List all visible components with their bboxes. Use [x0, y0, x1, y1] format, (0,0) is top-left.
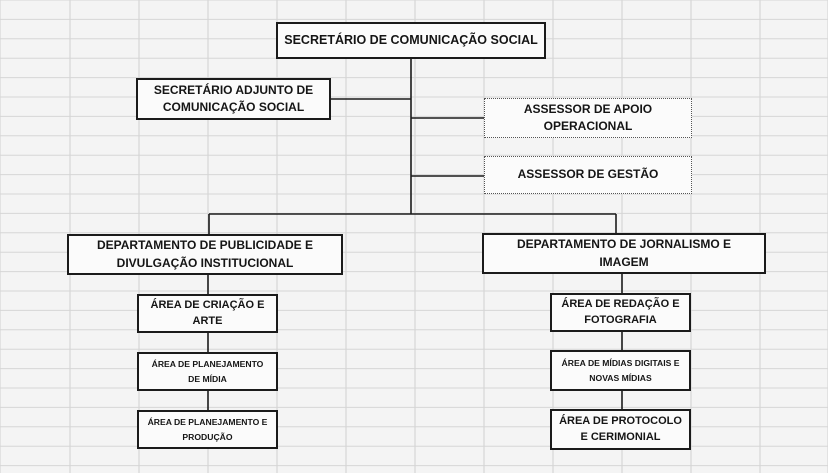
- area-right-1-line2: FOTOGRAFIA: [584, 313, 657, 326]
- dept-jornalismo-box: DEPARTAMENTO DE JORNALISMO E IMAGEM: [482, 233, 766, 274]
- area-planejamento-midia-box: ÁREA DE PLANEJAMENTO DE MÍDIA: [137, 352, 278, 391]
- dept-publicidade-line1: DEPARTAMENTO DE PUBLICIDADE E: [96, 238, 313, 253]
- dept-publicidade-line2: DIVULGAÇÃO INSTITUCIONAL: [116, 255, 294, 270]
- area-right-2-line1: ÁREA DE MÍDIAS DIGITAIS E: [561, 357, 680, 368]
- dept-jornalismo-line1: DEPARTAMENTO DE JORNALISMO E: [516, 237, 731, 252]
- adjunto-line1: SECRETÁRIO ADJUNTO DE: [153, 82, 314, 97]
- area-left-2-line1: ÁREA DE PLANEJAMENTO: [151, 358, 264, 369]
- assessor-apoio-line1: ASSESSOR DE APOIO: [523, 101, 653, 116]
- area-planejamento-producao-box: ÁREA DE PLANEJAMENTO E PRODUÇÃO: [137, 410, 278, 449]
- dept-jornalismo-line2: IMAGEM: [599, 254, 649, 269]
- area-left-1-line1: ÁREA DE CRIAÇÃO E: [150, 298, 265, 311]
- area-right-2-line2: NOVAS MÍDIAS: [589, 372, 652, 383]
- area-left-2-line2: DE MÍDIA: [188, 373, 227, 384]
- area-right-1-line1: ÁREA DE REDAÇÃO E: [561, 297, 680, 310]
- secretario-adjunto-box: SECRETÁRIO ADJUNTO DE COMUNICAÇÃO SOCIAL: [136, 78, 331, 120]
- area-left-1-line2: ARTE: [192, 314, 223, 327]
- adjunto-line2: COMUNICAÇÃO SOCIAL: [162, 100, 305, 114]
- assessor-apoio-line2: OPERACIONAL: [543, 119, 633, 133]
- assessor-apoio-box: ASSESSOR DE APOIO OPERACIONAL: [484, 98, 692, 138]
- area-criacao-arte-box: ÁREA DE CRIAÇÃO E ARTE: [137, 294, 278, 333]
- area-right-3-line2: E CERIMONIAL: [580, 430, 661, 443]
- secretario-box: SECRETÁRIO DE COMUNICAÇÃO SOCIAL: [276, 22, 546, 59]
- secretario-label: SECRETÁRIO DE COMUNICAÇÃO SOCIAL: [284, 33, 538, 48]
- area-midias-digitais-box: ÁREA DE MÍDIAS DIGITAIS E NOVAS MÍDIAS: [550, 350, 691, 391]
- area-redacao-fotografia-box: ÁREA DE REDAÇÃO E FOTOGRAFIA: [550, 293, 691, 332]
- assessor-gestao-label: ASSESSOR DE GESTÃO: [517, 167, 659, 182]
- area-left-3-line1: ÁREA DE PLANEJAMENTO E: [147, 416, 268, 427]
- area-left-3-line2: PRODUÇÃO: [182, 431, 233, 442]
- area-right-3-line1: ÁREA DE PROTOCOLO: [559, 414, 682, 427]
- dept-publicidade-box: DEPARTAMENTO DE PUBLICIDADE E DIVULGAÇÃO…: [67, 234, 343, 275]
- assessor-gestao-box: ASSESSOR DE GESTÃO: [484, 156, 692, 194]
- area-protocolo-cerimonial-box: ÁREA DE PROTOCOLO E CERIMONIAL: [550, 409, 691, 450]
